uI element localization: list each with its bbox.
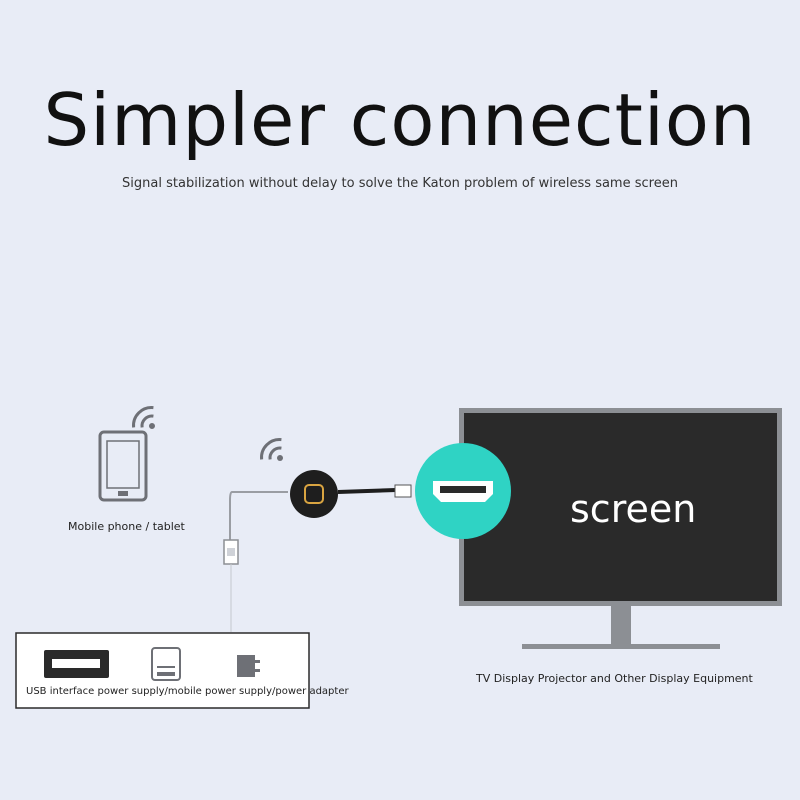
wifi-signal-icon — [132, 406, 155, 429]
tv-label: TV Display Projector and Other Display E… — [476, 672, 753, 685]
dongle-icon — [290, 470, 412, 518]
wifi-signal-icon — [260, 438, 283, 461]
page-subtitle: Signal stabilization without delay to so… — [122, 176, 678, 191]
screen-text: screen — [570, 487, 697, 531]
usb-cable — [229, 491, 288, 540]
power-adapter-icon — [237, 655, 260, 677]
usb-plug-icon — [223, 539, 239, 565]
page-title: Simpler connection — [43, 78, 757, 162]
hdmi-port-icon — [415, 443, 511, 539]
tv-display — [459, 408, 782, 649]
usb-port-icon — [44, 650, 109, 678]
power-label: USB interface power supply/mobile power … — [26, 686, 349, 697]
power-supply-box — [15, 632, 310, 709]
tablet-icon — [98, 430, 148, 502]
phone-label: Mobile phone / tablet — [68, 520, 185, 533]
power-bank-icon — [151, 647, 181, 681]
